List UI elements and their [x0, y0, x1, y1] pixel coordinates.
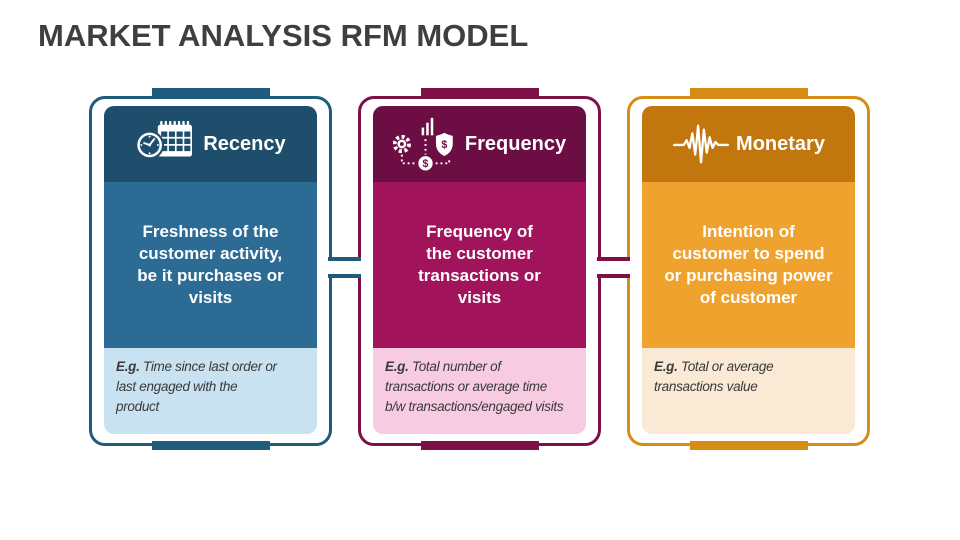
card-bottom-tab [151, 441, 270, 450]
example-text: Time since last order or last engaged wi… [116, 359, 277, 414]
gear-shield-dollar-icon: $ $ [392, 115, 459, 173]
connector-frequency-monetary [597, 257, 630, 278]
card-bottom-tab [689, 441, 808, 450]
connector-recency-frequency [328, 257, 361, 278]
card-inner: Monetary Intention of customer to spend … [642, 106, 855, 434]
rfm-card-frequency: $ $ Frequency Frequency of the customer … [358, 88, 601, 450]
example-label: E.g. [654, 359, 678, 374]
card-description: Frequency of the customer transactions o… [373, 182, 586, 348]
slide-title: MARKET ANALYSIS RFM MODEL [38, 18, 529, 53]
card-top-tab [420, 88, 539, 97]
card-title: Frequency [464, 132, 567, 155]
example-label: E.g. [116, 359, 140, 374]
svg-text:$: $ [422, 158, 428, 170]
card-header: $ $ Frequency [373, 106, 586, 182]
card-header: Monetary [642, 106, 855, 182]
calendar-clock-icon [135, 118, 197, 170]
card-bottom-tab [420, 441, 539, 450]
card-example: E.g. Total number of transactions or ave… [373, 348, 586, 434]
card-inner: Recency Freshness of the customer activi… [104, 106, 317, 434]
card-top-tab [151, 88, 270, 97]
example-text: Total number of transactions or average … [385, 359, 564, 414]
card-inner: $ $ Frequency Frequency of the customer … [373, 106, 586, 434]
card-description: Freshness of the customer activity, be i… [104, 182, 317, 348]
rfm-card-monetary: Monetary Intention of customer to spend … [627, 88, 870, 450]
card-header: Recency [104, 106, 317, 182]
card-description: Intention of customer to spend or purcha… [642, 182, 855, 348]
example-text: Total or average transactions value [654, 359, 774, 394]
card-title: Recency [203, 132, 286, 155]
pulse-icon [672, 120, 730, 168]
card-example: E.g. Total or average transactions value [642, 348, 855, 434]
example-label: E.g. [385, 359, 409, 374]
svg-text:$: $ [441, 139, 447, 151]
card-title: Monetary [736, 132, 825, 155]
card-example: E.g. Time since last order or last engag… [104, 348, 317, 434]
card-top-tab [689, 88, 808, 97]
rfm-card-recency: Recency Freshness of the customer activi… [89, 88, 332, 450]
